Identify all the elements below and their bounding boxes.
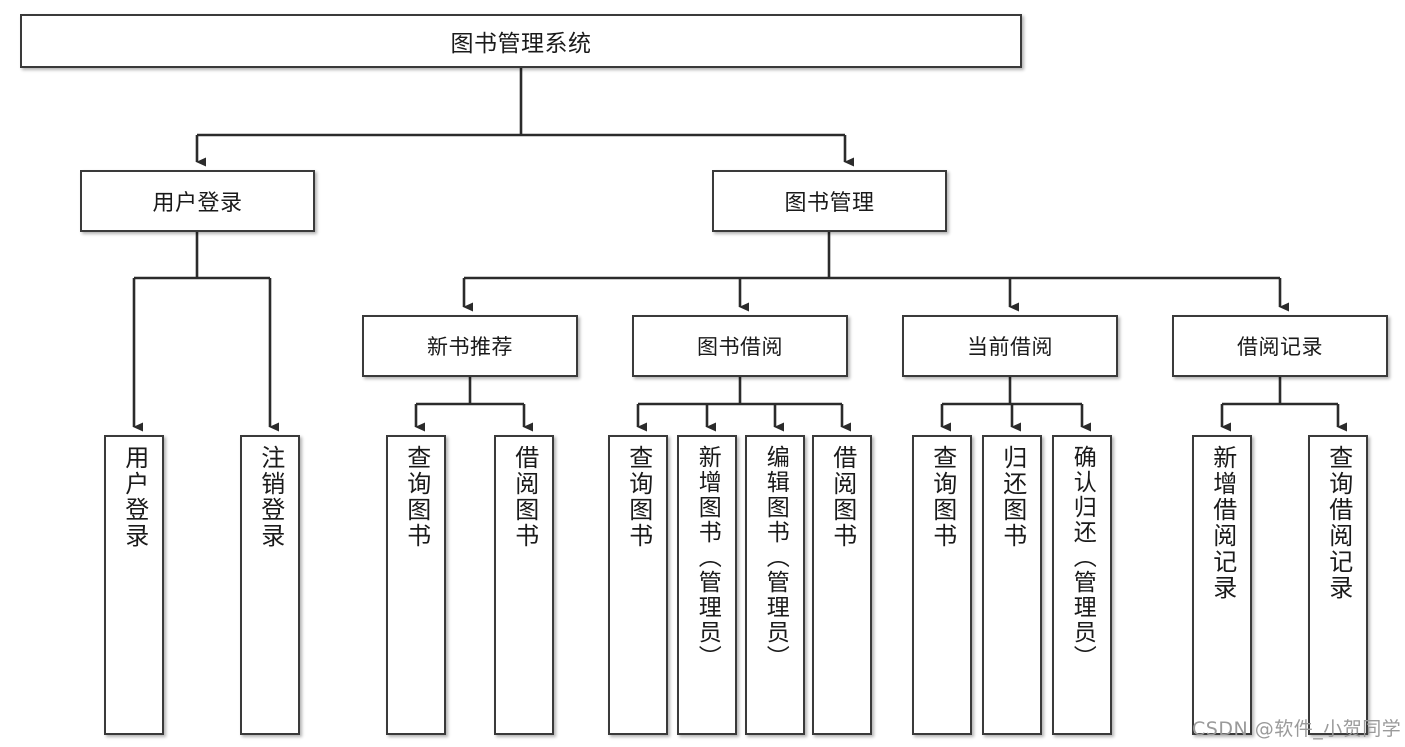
node-label: 用户登录 (120, 445, 149, 549)
node-label: 注销登录 (256, 445, 285, 549)
node-label: 图书借阅 (697, 335, 783, 359)
node-label: 用户登录 (152, 191, 243, 216)
node-label: 借阅记录 (1237, 335, 1323, 359)
leaf-query-book-recommend[interactable]: 查询图书 (386, 435, 446, 735)
leaf-query-borrow-record[interactable]: 查询借阅记录 (1308, 435, 1368, 735)
leaf-query-book-borrow[interactable]: 查询图书 (608, 435, 668, 735)
leaf-user-login[interactable]: 用户登录 (104, 435, 164, 735)
leaf-borrow-book-recommend[interactable]: 借阅图书 (494, 435, 554, 735)
node-label: 查询图书 (624, 445, 653, 549)
node-label: 图书管理系统 (450, 31, 592, 57)
leaf-add-book-admin[interactable]: 新增图书（管理员） (677, 435, 737, 735)
leaf-return-book[interactable]: 归还图书 (982, 435, 1042, 735)
node-book-borrow[interactable]: 图书借阅 (632, 315, 848, 377)
node-label: 借阅图书 (510, 445, 539, 549)
node-label: 当前借阅 (967, 335, 1053, 359)
leaf-edit-book-admin[interactable]: 编辑图书（管理员） (745, 435, 805, 735)
node-current-borrow[interactable]: 当前借阅 (902, 315, 1118, 377)
node-user-login[interactable]: 用户登录 (80, 170, 315, 232)
leaf-query-book-current[interactable]: 查询图书 (912, 435, 972, 735)
node-label: 查询图书 (402, 445, 431, 549)
node-label: 确认归还（管理员） (1069, 445, 1096, 670)
leaf-user-logout[interactable]: 注销登录 (240, 435, 300, 735)
node-label: 编辑图书（管理员） (762, 445, 789, 670)
node-book-management[interactable]: 图书管理 (712, 170, 947, 232)
leaf-add-borrow-record[interactable]: 新增借阅记录 (1192, 435, 1252, 735)
node-label: 查询图书 (928, 445, 957, 549)
node-label: 查询借阅记录 (1324, 445, 1353, 601)
node-label: 新增借阅记录 (1208, 445, 1237, 601)
node-new-book-recommend[interactable]: 新书推荐 (362, 315, 578, 377)
node-label: 新书推荐 (427, 335, 513, 359)
leaf-confirm-return-admin[interactable]: 确认归还（管理员） (1052, 435, 1112, 735)
leaf-borrow-book[interactable]: 借阅图书 (812, 435, 872, 735)
node-label: 借阅图书 (828, 445, 857, 549)
node-root-system[interactable]: 图书管理系统 (20, 14, 1022, 68)
node-label: 图书管理 (784, 191, 875, 216)
node-label: 新增图书（管理员） (694, 445, 721, 670)
node-label: 归还图书 (998, 445, 1027, 549)
node-borrow-record[interactable]: 借阅记录 (1172, 315, 1388, 377)
